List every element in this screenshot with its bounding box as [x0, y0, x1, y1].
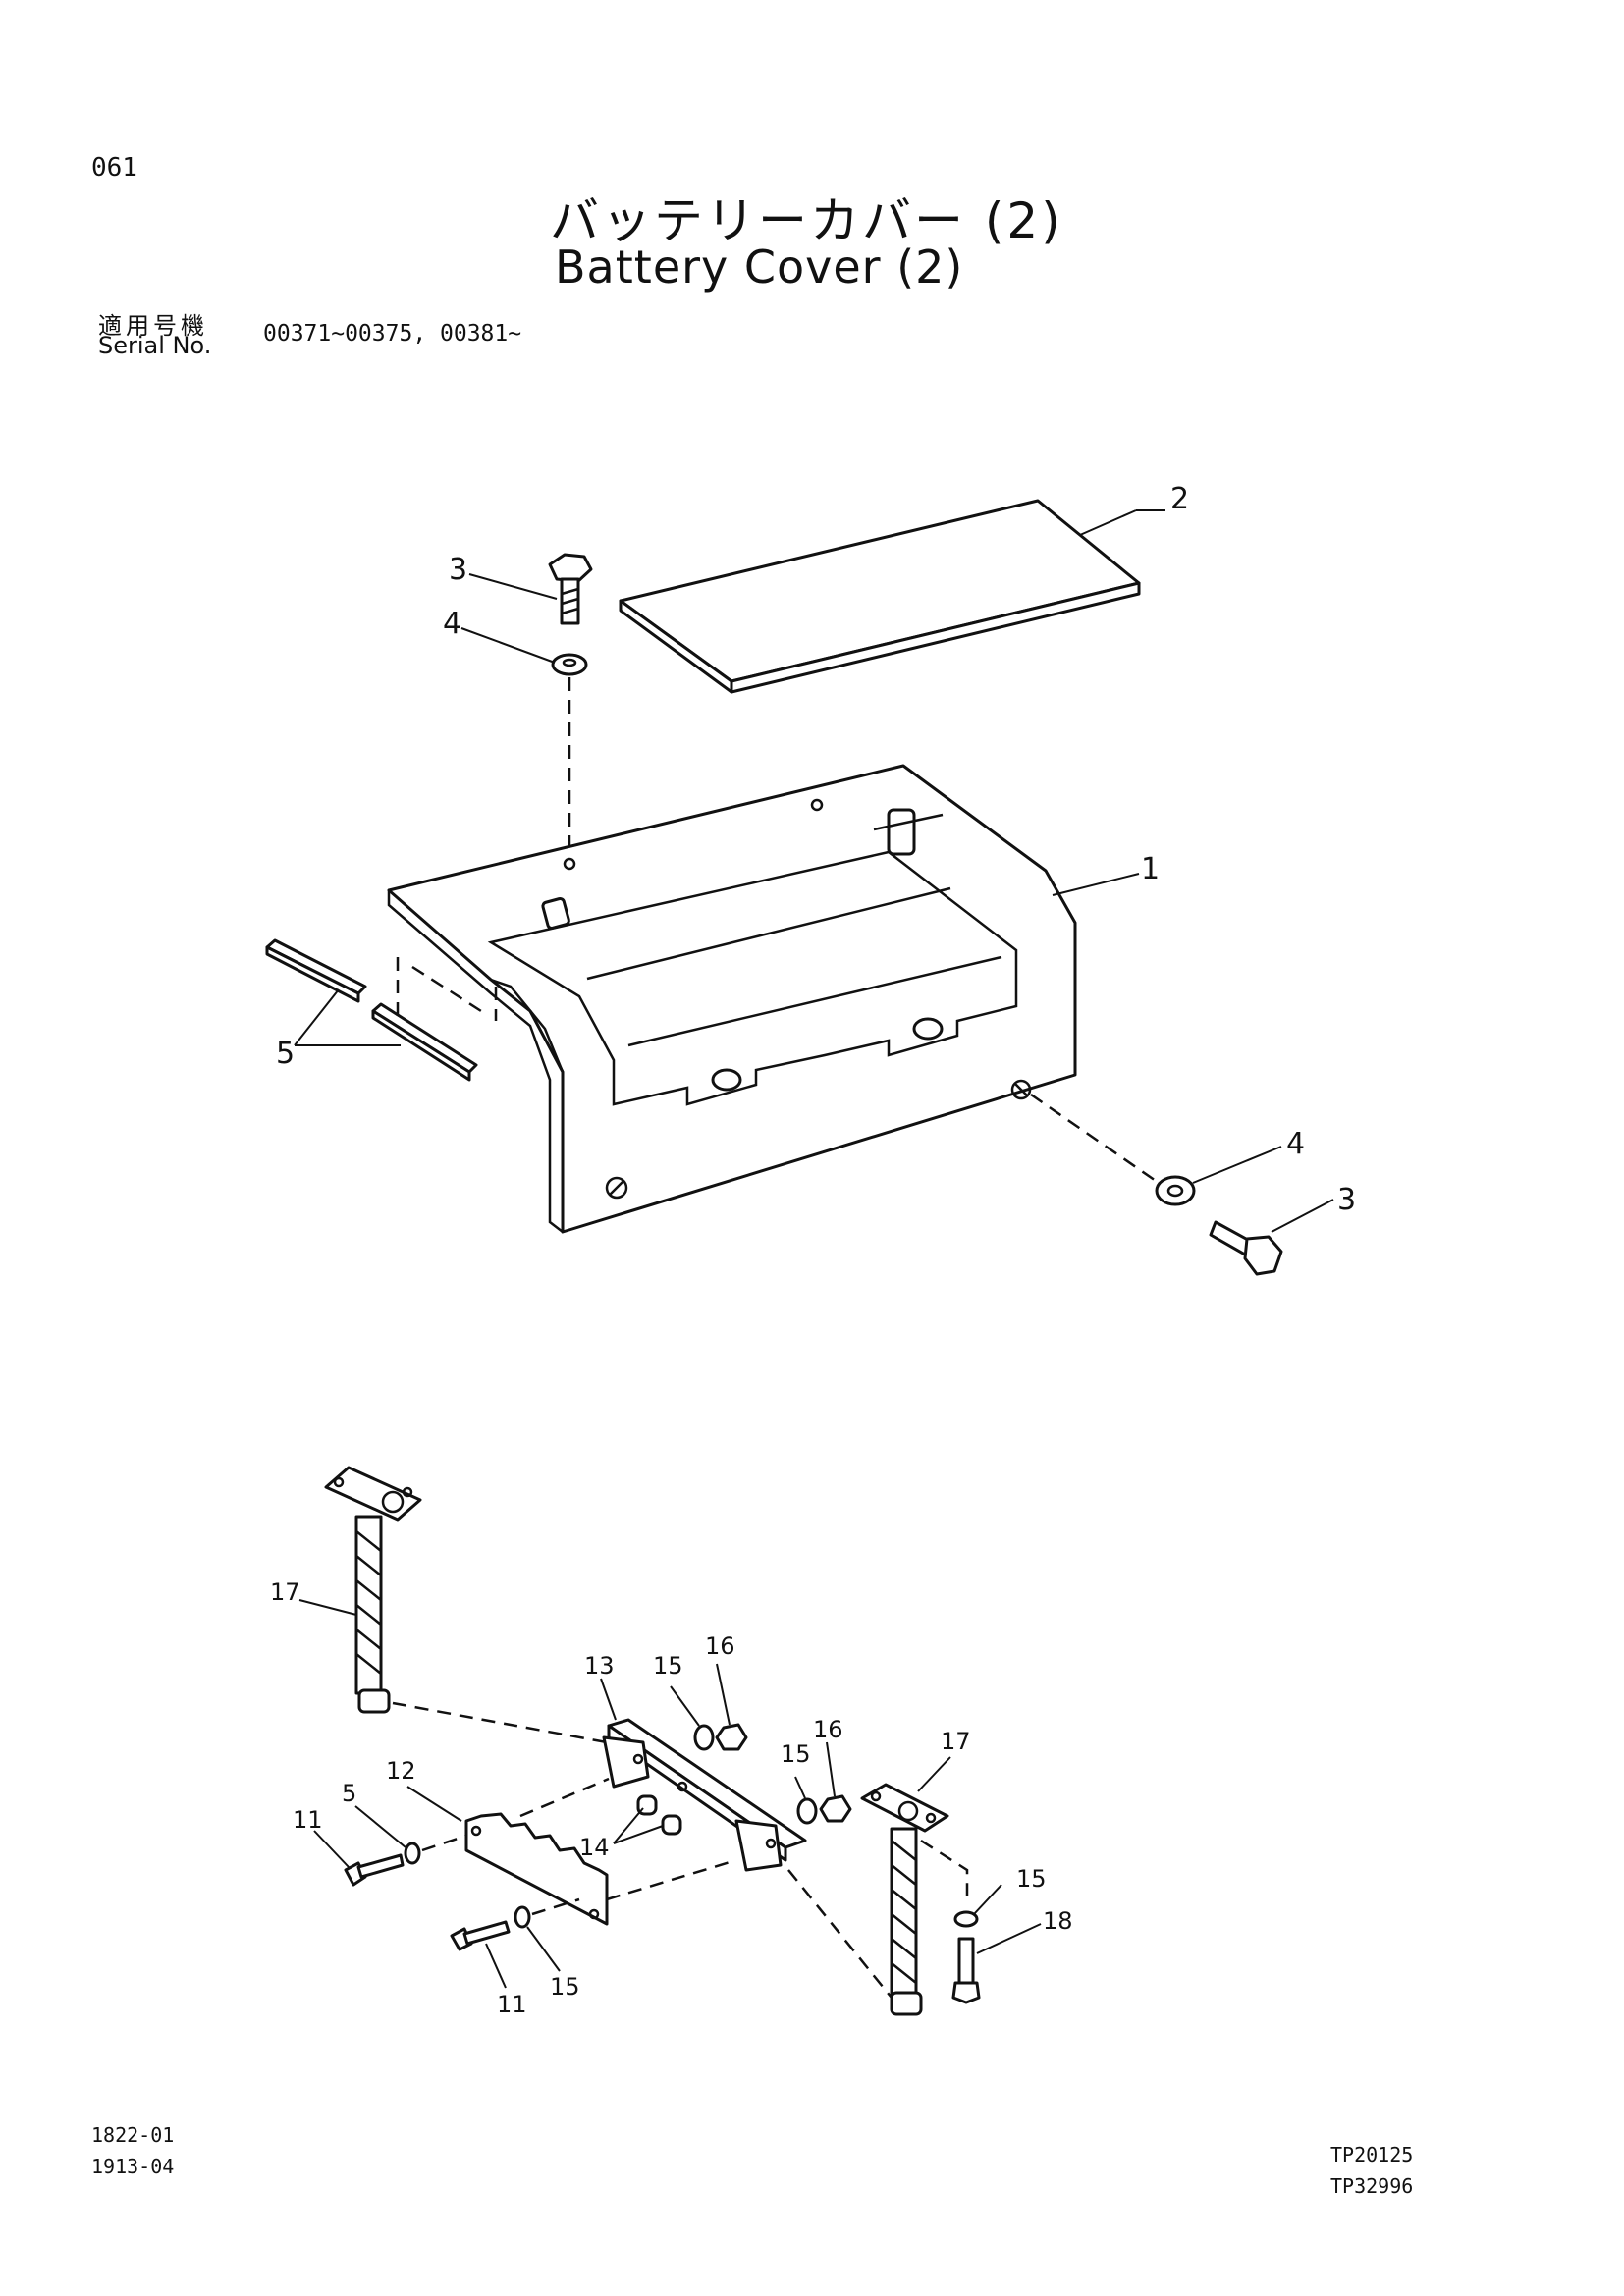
nut-part-16-a: [715, 1723, 748, 1751]
callouts-top: 2 1 3 4 4 3 5: [276, 482, 1356, 1217]
serial-range: 00371~00375, 00381~: [263, 321, 522, 347]
callout-11-upper: 11: [293, 1806, 323, 1834]
callout-14: 14: [579, 1834, 610, 1861]
page-code: 061: [91, 153, 137, 183]
callouts-bottom: 17 13 15 16 12 5 11 14 15 16 17 15 18 11…: [270, 1578, 1073, 2018]
washer-part-15-a: [693, 1724, 715, 1751]
bracket-part-13: [602, 1718, 807, 1872]
callout-12: 12: [386, 1757, 416, 1785]
callout-13: 13: [584, 1652, 615, 1680]
callout-15-a: 15: [653, 1652, 683, 1680]
washer-part-5-bottom: [404, 1842, 421, 1865]
title-japanese: バッテリーカバー (2): [550, 192, 1063, 249]
serial-label-english: Serial No.: [98, 332, 212, 359]
bolt-part-3-lower: [1209, 1220, 1283, 1276]
ratchet-part-12: [464, 1812, 609, 1926]
callout-18: 18: [1043, 1907, 1073, 1935]
battery-cover-part-1: [387, 764, 1077, 1234]
cover-pad-part-2: [619, 499, 1141, 694]
footer-code-right-2: TP32996: [1330, 2174, 1414, 2198]
title-english: Battery Cover (2): [555, 240, 964, 294]
washer-part-15-d: [514, 1905, 531, 1929]
washer-part-4-lower: [1155, 1175, 1196, 1206]
callout-4-lower: 4: [1286, 1127, 1305, 1161]
stay-part-17-left: [324, 1466, 422, 1714]
nut-part-16-b: [819, 1794, 852, 1823]
callout-1: 1: [1141, 852, 1160, 886]
callout-15-c: 15: [1016, 1865, 1047, 1893]
callout-3-lower: 3: [1337, 1183, 1356, 1217]
bolt-part-11-lower: [450, 1920, 511, 1951]
washer-part-4-upper: [551, 653, 588, 676]
footer-code-left-2: 1913-04: [91, 2155, 175, 2178]
callout-5-bottom: 5: [342, 1780, 356, 1807]
seal-part-5: [265, 938, 478, 1082]
callout-2: 2: [1170, 482, 1189, 516]
bolt-part-18: [951, 1937, 981, 2004]
callout-4-upper: 4: [443, 607, 461, 641]
serial-label-japanese: 適用号機: [98, 312, 208, 340]
callout-3-upper: 3: [449, 553, 467, 587]
callout-15-d: 15: [550, 1973, 580, 2001]
callout-16-a: 16: [705, 1632, 735, 1660]
bolt-part-11-upper: [344, 1853, 405, 1887]
washer-part-15-b: [796, 1797, 818, 1825]
bolt-part-3-upper: [548, 553, 593, 625]
callout-17-left: 17: [270, 1578, 300, 1606]
footer-code-right-1: TP20125: [1330, 2143, 1414, 2166]
callout-11-lower: 11: [497, 1991, 527, 2018]
callout-5: 5: [276, 1037, 295, 1071]
footer-code-left-1: 1822-01: [91, 2123, 175, 2147]
callout-16-b: 16: [813, 1716, 843, 1743]
stay-part-17-right: [860, 1783, 949, 2016]
washer-part-15-c: [953, 1910, 979, 1928]
callout-17-right: 17: [941, 1728, 971, 1755]
callout-15-b: 15: [781, 1740, 811, 1768]
